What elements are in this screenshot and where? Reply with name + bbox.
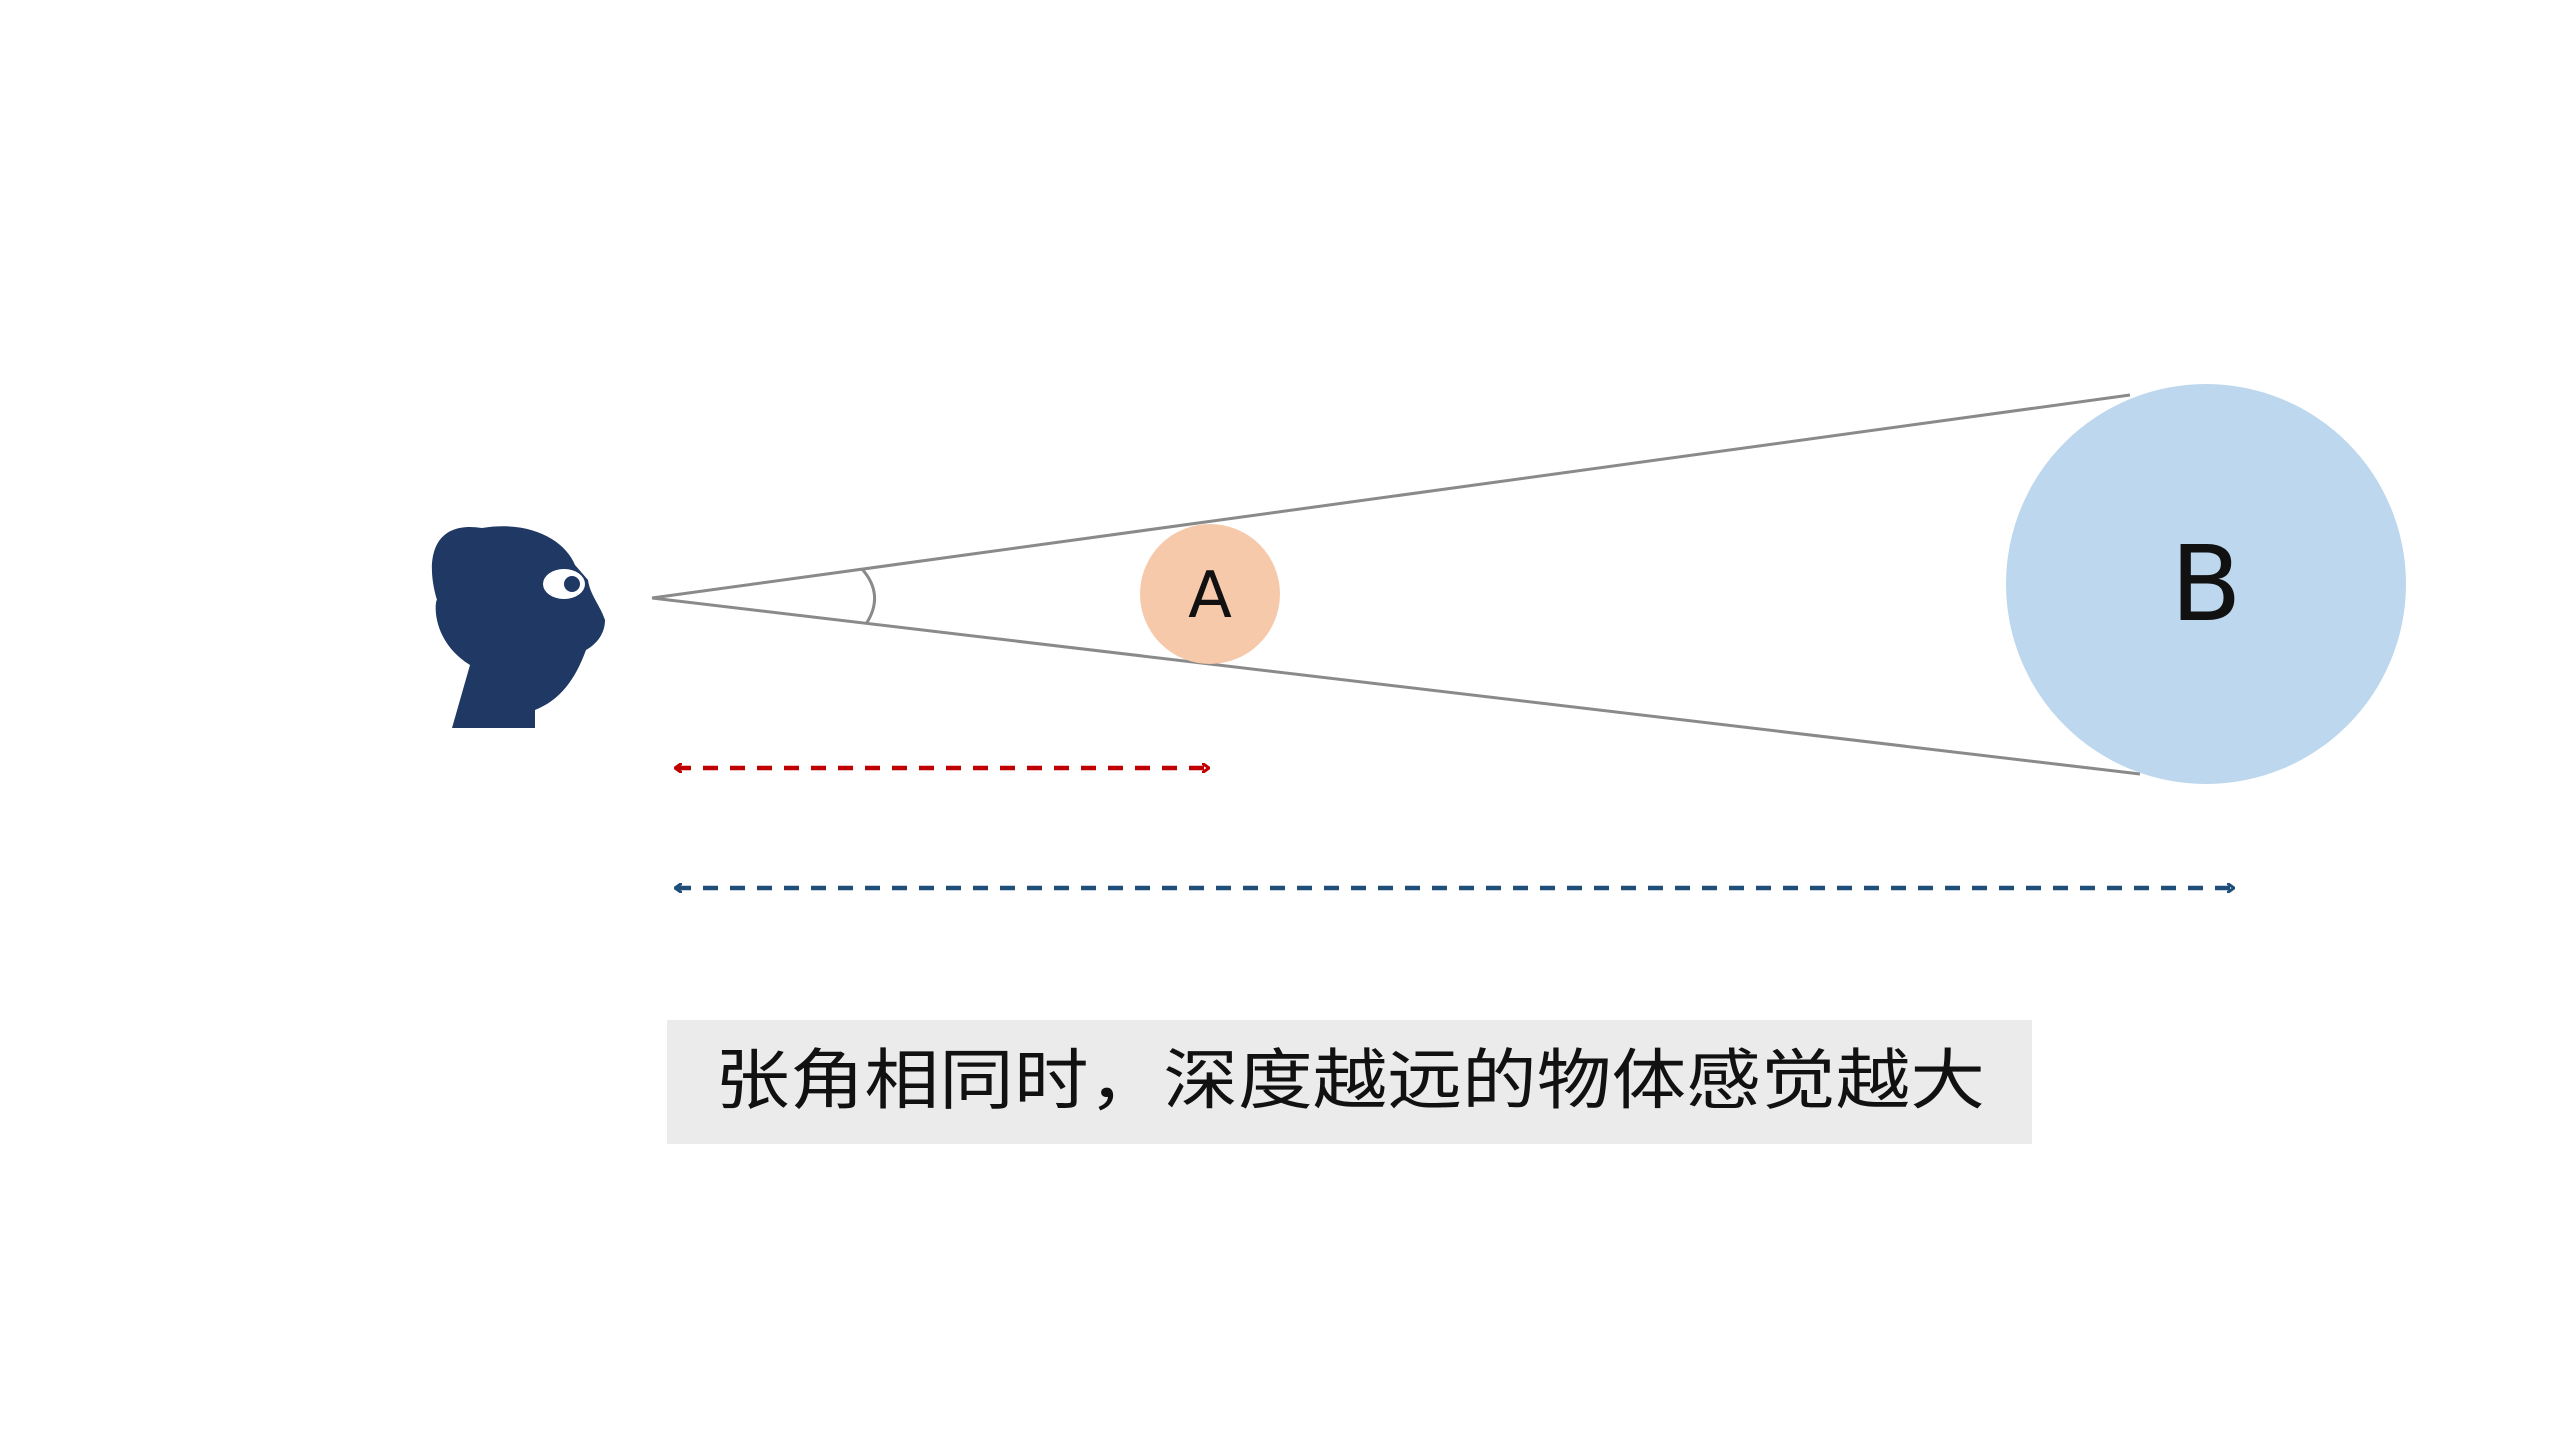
object-a-circle <box>1140 524 1280 664</box>
sight-line-lower <box>651 596 2141 776</box>
view-angle-arc <box>860 568 877 625</box>
viewer-eye-pupil <box>564 576 580 592</box>
viewer-head-icon <box>431 526 605 728</box>
viewer-head-silhouette <box>431 526 605 728</box>
sight-line-upper <box>651 393 2131 600</box>
object-b-label: B <box>2170 523 2241 645</box>
object-b: B <box>2006 384 2406 784</box>
caption-text: 张角相同时，深度越远的物体感觉越大 <box>715 1042 1985 1119</box>
caption-background <box>667 1020 2032 1144</box>
object-a: A <box>1140 524 1280 664</box>
caption-box: 张角相同时，深度越远的物体感觉越大 <box>667 1020 2032 1144</box>
object-a-label: A <box>1188 559 1232 633</box>
object-b-circle <box>2006 384 2406 784</box>
